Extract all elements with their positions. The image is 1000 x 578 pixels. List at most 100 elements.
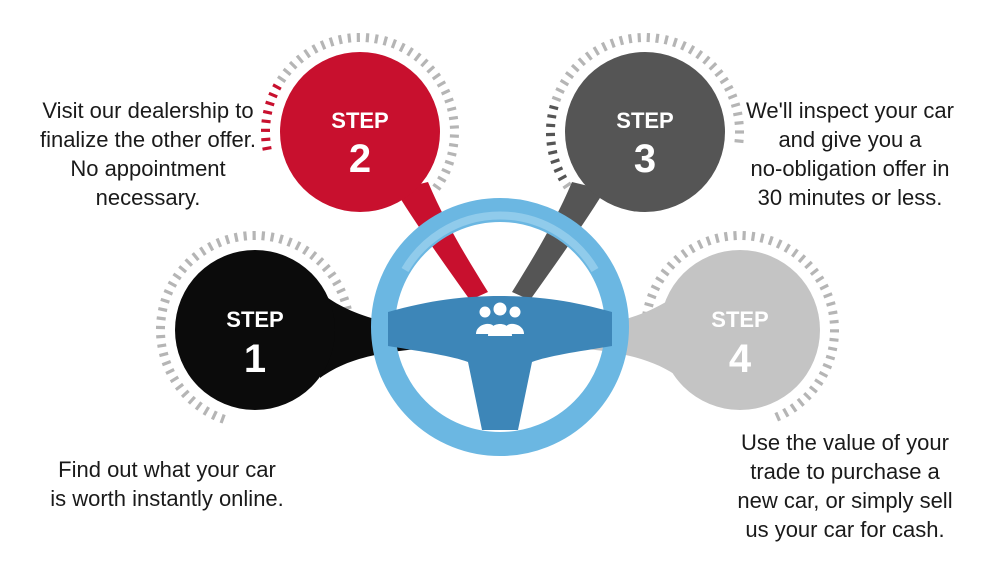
tick-mark [219,414,226,424]
tick-mark [815,275,825,283]
tick-mark [727,93,738,100]
tick-mark [347,33,352,43]
tick-mark [233,232,239,243]
tick-mark [243,231,248,241]
tick-mark [447,151,457,157]
tick-mark [730,102,741,108]
tick-mark [687,45,696,55]
step-2-number: 2 [349,137,371,181]
tick-mark [790,248,799,258]
tick-mark [783,243,791,253]
step-4-tick-ring [642,231,840,422]
step-2-label: STEP [331,108,388,133]
tick-mark [644,301,654,308]
step-2-description: Visit our dealership to finalize the oth… [20,96,276,212]
step-1-circle [175,250,335,410]
tick-mark [680,40,687,51]
step-4-description-line: Use the value of your [741,430,949,455]
step-3-number: 3 [634,137,656,181]
tick-mark [327,271,337,280]
tick-mark [551,95,562,102]
step-1-description: Find out what your car is worth instantl… [22,455,312,513]
tick-mark [444,159,455,166]
tick-mark [660,268,670,277]
tick-mark [268,91,278,99]
tick-mark [822,362,833,370]
tick-mark [734,120,744,125]
tick-mark [448,142,459,148]
tick-mark [789,403,798,413]
tick-mark [413,52,422,62]
tick-mark [295,54,305,64]
step-2-description-line: Visit our dealership to [42,98,254,123]
tick-mark [174,382,185,391]
tick-mark [695,49,704,60]
step-2-description-line: No appointment [70,156,226,181]
tick-mark [702,55,711,65]
tick-mark [432,182,442,191]
step-2-description-line: necessary. [95,185,201,210]
tick-mark [828,310,838,316]
step-3-description-line: We'll inspect your car [746,98,954,123]
tick-mark [194,401,203,411]
tick-mark [819,283,829,291]
step-4-label: STEP [711,307,768,332]
step-3-bubble: STEP 3 [565,52,725,212]
step-4-description: Use the value of your trade to purchase … [700,428,990,544]
tick-mark [759,233,765,243]
tick-mark [265,100,275,107]
tick-mark [303,49,312,59]
wheel-rim-highlight [401,211,599,273]
tick-mark [774,411,781,422]
tick-mark [315,257,325,266]
tick-mark [829,319,839,324]
tick-mark [437,175,447,183]
tick-mark [714,69,724,78]
tick-mark [337,34,343,45]
tick-mark [809,267,819,276]
wheel-rim [371,198,629,456]
tick-mark [714,233,720,244]
steering-wheel [371,198,629,456]
tick-mark [390,39,397,49]
tick-mark [672,37,678,48]
tick-mark [564,71,575,80]
step-2-bubble: STEP 2 [280,52,440,212]
tick-mark [547,149,558,155]
tick-mark [782,407,790,418]
tick-mark [436,80,447,88]
tick-mark [215,237,223,248]
step-1-bubble: STEP 1 [175,250,335,410]
tick-mark [446,106,457,112]
step-4-description-line: trade to purchase a [750,459,940,484]
step-1-description-line: Find out what your car [58,457,276,482]
tick-mark [163,289,174,296]
step-1-number: 1 [244,337,266,381]
tick-mark [261,137,271,142]
tick-mark [282,67,292,77]
tick-mark [548,104,559,111]
tick-mark [448,115,459,121]
step-3-circle [565,52,725,212]
tick-mark [180,389,190,399]
tick-mark [199,246,207,256]
tick-mark [826,301,836,307]
tick-mark [187,395,196,405]
tick-mark [818,370,829,378]
tick-mark [261,119,271,124]
tick-mark [406,47,414,57]
tick-mark [767,235,774,246]
tick-mark [647,293,657,300]
tick-mark [618,35,625,46]
tick-mark [557,174,568,182]
step-3-connector [512,182,605,300]
tick-mark [750,231,756,242]
step-1-tick-ring [155,230,352,424]
tick-mark [705,236,712,246]
tick-mark [332,279,342,287]
tick-mark [734,139,744,144]
tick-mark [420,58,429,68]
tick-mark [272,83,282,91]
tick-mark [577,57,586,67]
tick-mark [184,258,194,267]
